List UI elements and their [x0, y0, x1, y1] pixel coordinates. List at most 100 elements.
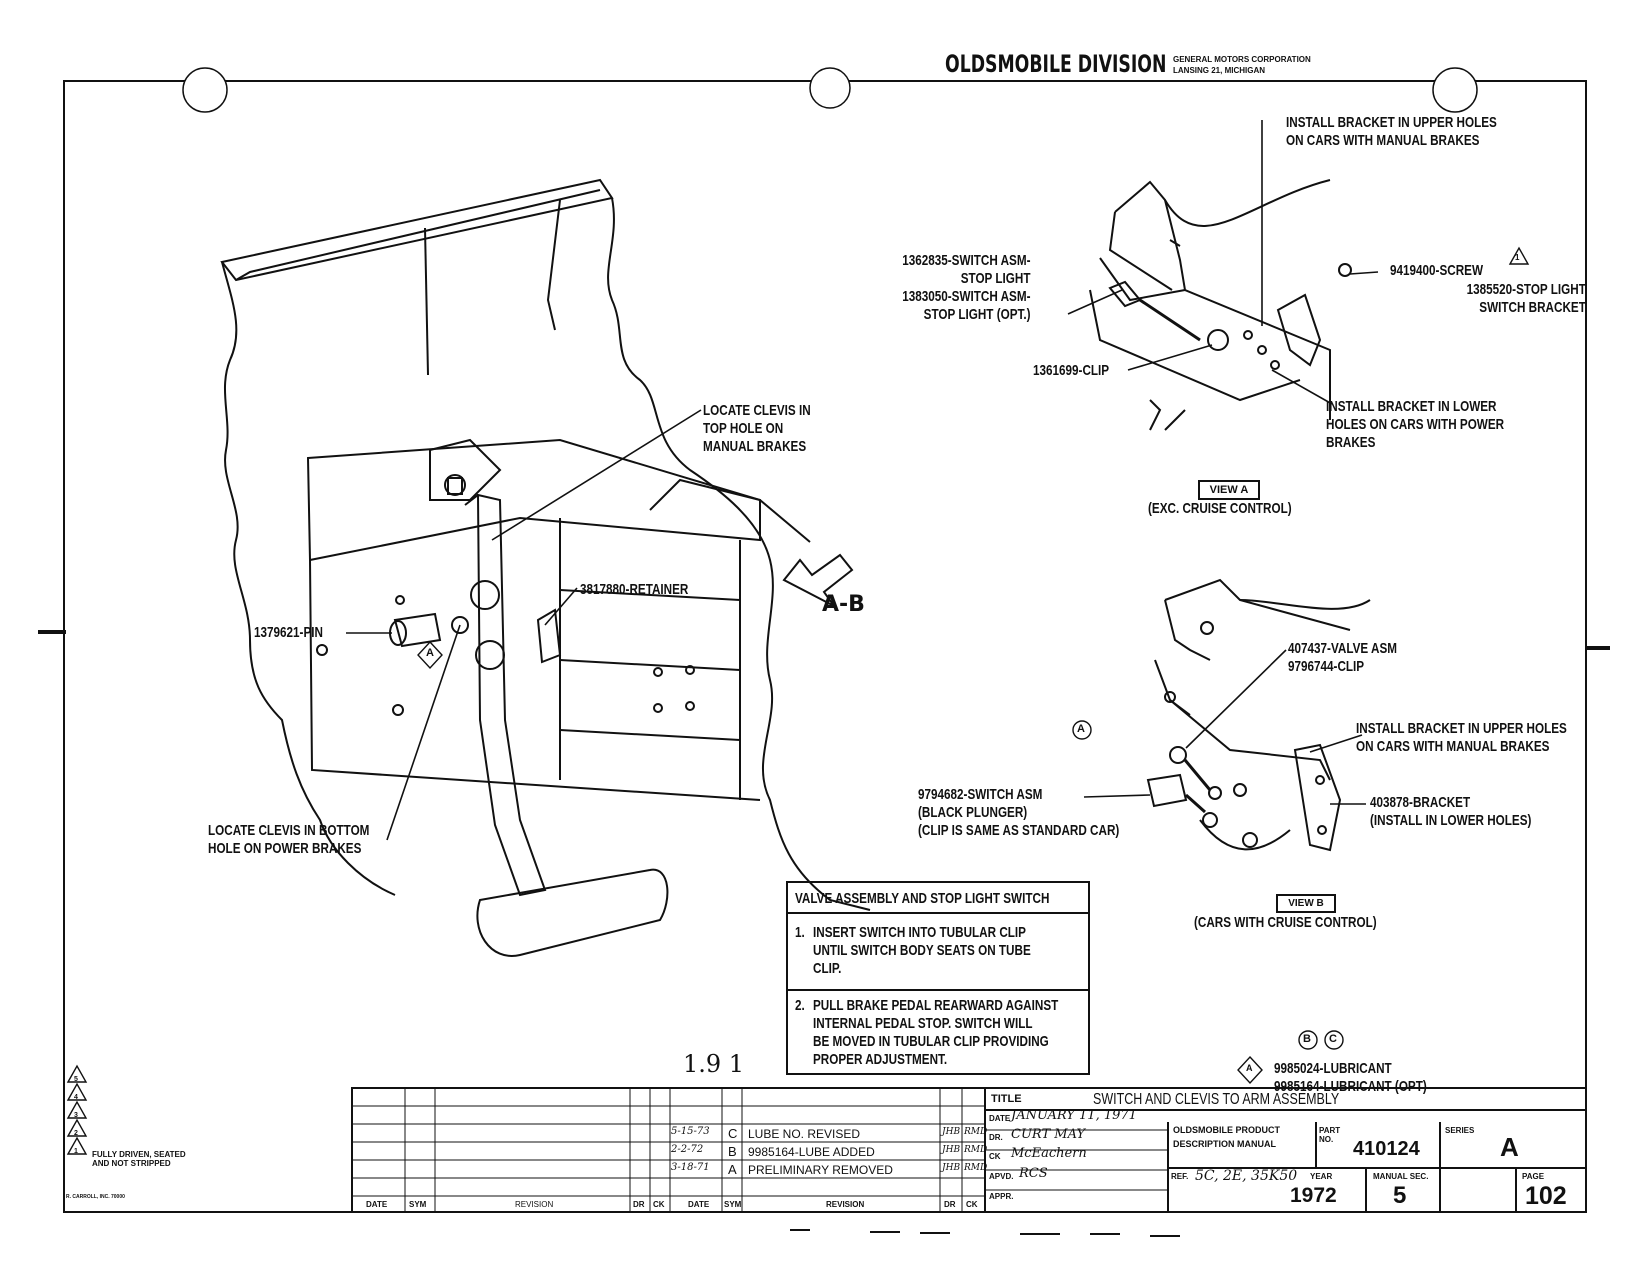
step-line: PULL BRAKE PEDAL REARWARD AGAINST: [813, 997, 1059, 1014]
apvd-label: APVD.: [989, 1172, 1014, 1181]
lube-line: 9985164-LUBRICANT (OPT): [1274, 1078, 1427, 1095]
drawing-date: JANUARY 11, 1971: [1011, 1108, 1137, 1123]
retainer-label: 3817880-RETAINER: [580, 581, 689, 598]
callout-line: 403878-BRACKET: [1370, 794, 1471, 811]
ref-value: 5C, 2E, 35K50: [1195, 1168, 1298, 1184]
rev-c-text: LUBE NO. REVISED: [748, 1127, 861, 1141]
step-line: INTERNAL PEDAL STOP. SWITCH WILL: [813, 1015, 1033, 1032]
callout-line: 9794682-SWITCH ASM: [918, 786, 1043, 803]
step-line: UNTIL SWITCH BODY SEATS ON TUBE: [813, 942, 1031, 959]
rev-header-ck: CK: [653, 1200, 665, 1209]
rev-b-date: 2-2-72: [671, 1144, 704, 1155]
view-b-label: VIEW B: [1276, 894, 1336, 913]
callout-line: BRAKES: [1326, 434, 1376, 451]
rev-b-sym: B: [728, 1144, 737, 1159]
title-label: TITLE: [991, 1093, 1022, 1105]
circle-a-letter: A: [1077, 723, 1085, 735]
step-1-text: INSERT SWITCH INTO TUBULAR CLIP UNTIL SW…: [813, 924, 1031, 978]
lube-diamond-marker: [1237, 1055, 1263, 1085]
lube-line: 9985024-LUBRICANT: [1274, 1060, 1392, 1077]
rev-a-text: PRELIMINARY REMOVED: [748, 1163, 893, 1177]
year-value: 1972: [1290, 1184, 1337, 1207]
rev-a-sym: A: [728, 1162, 737, 1177]
legend-mark: 1: [74, 1148, 78, 1155]
view-b-leaders: [1083, 649, 1366, 805]
legend-triangles: [66, 1064, 88, 1155]
lube-circle-c: C: [1329, 1033, 1337, 1045]
pin-label: 1379621-PIN: [254, 624, 323, 641]
legend-mark: 3: [74, 1112, 78, 1119]
rev-c-date: 5-15-73: [671, 1126, 710, 1137]
part-number: 410124: [1353, 1138, 1420, 1160]
rev-b-dr: JHB: [942, 1145, 961, 1155]
callout-line: 1362835-SWITCH ASM-: [901, 252, 1030, 269]
view-a-drawing: [1089, 179, 1352, 431]
legend-line: AND NOT STRIPPED: [92, 1159, 171, 1168]
view-b-bracket-upper: INSTALL BRACKET IN UPPER HOLES ON CARS W…: [1356, 720, 1567, 756]
series-label: SERIES: [1445, 1126, 1475, 1135]
part-no-label: PART NO.: [1319, 1126, 1341, 1144]
step-2-text: PULL BRAKE PEDAL REARWARD AGAINST INTERN…: [813, 997, 1058, 1069]
callout-clevis-bottom: LOCATE CLEVIS IN BOTTOM HOLE ON POWER BR…: [208, 822, 369, 858]
step-line: PROPER ADJUSTMENT.: [813, 1051, 948, 1068]
rev-a-ck: RMD: [964, 1163, 988, 1173]
rev-header-sym-2: SYM: [724, 1200, 742, 1209]
view-a-label-text: VIEW A: [1209, 484, 1249, 496]
callout-line: LOCATE CLEVIS IN BOTTOM: [208, 822, 370, 839]
step-line: INSERT SWITCH INTO TUBULAR CLIP: [813, 924, 1026, 941]
rev-header-date: DATE: [366, 1200, 388, 1209]
product-manual-line1: OLDSMOBILE PRODUCT: [1173, 1125, 1280, 1135]
title-block: TITLE SWITCH AND CLEVIS TO ARM ASSEMBLY …: [985, 1088, 1586, 1212]
corp-city: LANSING 21, MICHIGAN: [1173, 66, 1266, 75]
legend-note: FULLY DRIVEN, SEATED AND NOT STRIPPED: [92, 1150, 186, 1168]
printer-credit: R. CARROLL, INC. 70000: [66, 1194, 125, 1200]
legend-line: FULLY DRIVEN, SEATED: [92, 1150, 186, 1159]
binder-hole-right: [1432, 67, 1478, 113]
view-b-clip-label: 9796744-CLIP: [1288, 658, 1365, 675]
circle-a-marker: [1072, 720, 1092, 740]
lube-diamond-letter: A: [1246, 1063, 1253, 1073]
view-a-bracket-lower: INSTALL BRACKET IN LOWER HOLES ON CARS W…: [1326, 398, 1504, 452]
view-b-caption: (CARS WITH CRUISE CONTROL): [1194, 914, 1377, 931]
callout-line: ON CARS WITH MANUAL BRAKES: [1356, 738, 1550, 755]
rev-header-dr: DR: [633, 1200, 645, 1209]
step-line: CLIP.: [813, 960, 842, 977]
instruction-box: VALVE ASSEMBLY AND STOP LIGHT SWITCH 1. …: [787, 882, 1089, 1074]
legend-mark: 2: [74, 1130, 78, 1137]
callout-line: HOLES ON CARS WITH POWER: [1326, 416, 1505, 433]
view-a-caption: (EXC. CRUISE CONTROL): [1148, 500, 1292, 517]
rev-header-dr-2: DR: [944, 1200, 956, 1209]
callout-line: TOP HOLE ON: [703, 420, 784, 437]
corp-name: GENERAL MOTORS CORPORATION: [1173, 55, 1311, 64]
view-a-clip-label: 1361699-CLIP: [1033, 362, 1110, 379]
step-line: BE MOVED IN TUBULAR CLIP PROVIDING: [813, 1033, 1049, 1050]
series-value: A: [1500, 1132, 1519, 1162]
step-1-number: 1.: [795, 924, 805, 941]
ck-label: CK: [989, 1152, 1001, 1161]
callout-line: (INSTALL IN LOWER HOLES): [1370, 812, 1532, 829]
view-a-bracket-upper: INSTALL BRACKET IN UPPER HOLES ON CARS W…: [1286, 114, 1497, 150]
date-label: DATE: [989, 1114, 1011, 1123]
view-b-label-text: VIEW B: [1288, 898, 1324, 909]
division-name: OLDSMOBILE DIVISION: [945, 50, 1167, 78]
rev-b-text: 9985164-LUBE ADDED: [748, 1145, 875, 1159]
callout-line: MANUAL BRAKES: [703, 438, 807, 455]
callout-line: HOLE ON POWER BRAKES: [208, 840, 362, 857]
view-a-screw-label: 9419400-SCREW: [1390, 262, 1484, 279]
view-a-label: VIEW A: [1198, 480, 1260, 500]
rev-c-ck: RMD: [964, 1127, 988, 1137]
rev-header-date-2: DATE: [688, 1200, 710, 1209]
pedal-assembly-drawing: [220, 178, 871, 957]
callout-line: (BLACK PLUNGER): [918, 804, 1028, 821]
callout-line: STOP LIGHT: [960, 270, 1030, 287]
product-manual-line2: DESCRIPTION MANUAL: [1173, 1139, 1276, 1149]
rev-a-date: 3-18-71: [671, 1162, 710, 1173]
callout-line: LOCATE CLEVIS IN: [703, 402, 811, 419]
page-label: PAGE: [1522, 1172, 1545, 1181]
page-value: 102: [1525, 1182, 1567, 1210]
ref-label: REF.: [1171, 1172, 1189, 1181]
rev-a-dr: JHB: [942, 1163, 961, 1173]
drawing-title: SWITCH AND CLEVIS TO ARM ASSEMBLY: [1093, 1091, 1340, 1108]
callout-line: (CLIP IS SAME AS STANDARD CAR): [918, 822, 1120, 839]
